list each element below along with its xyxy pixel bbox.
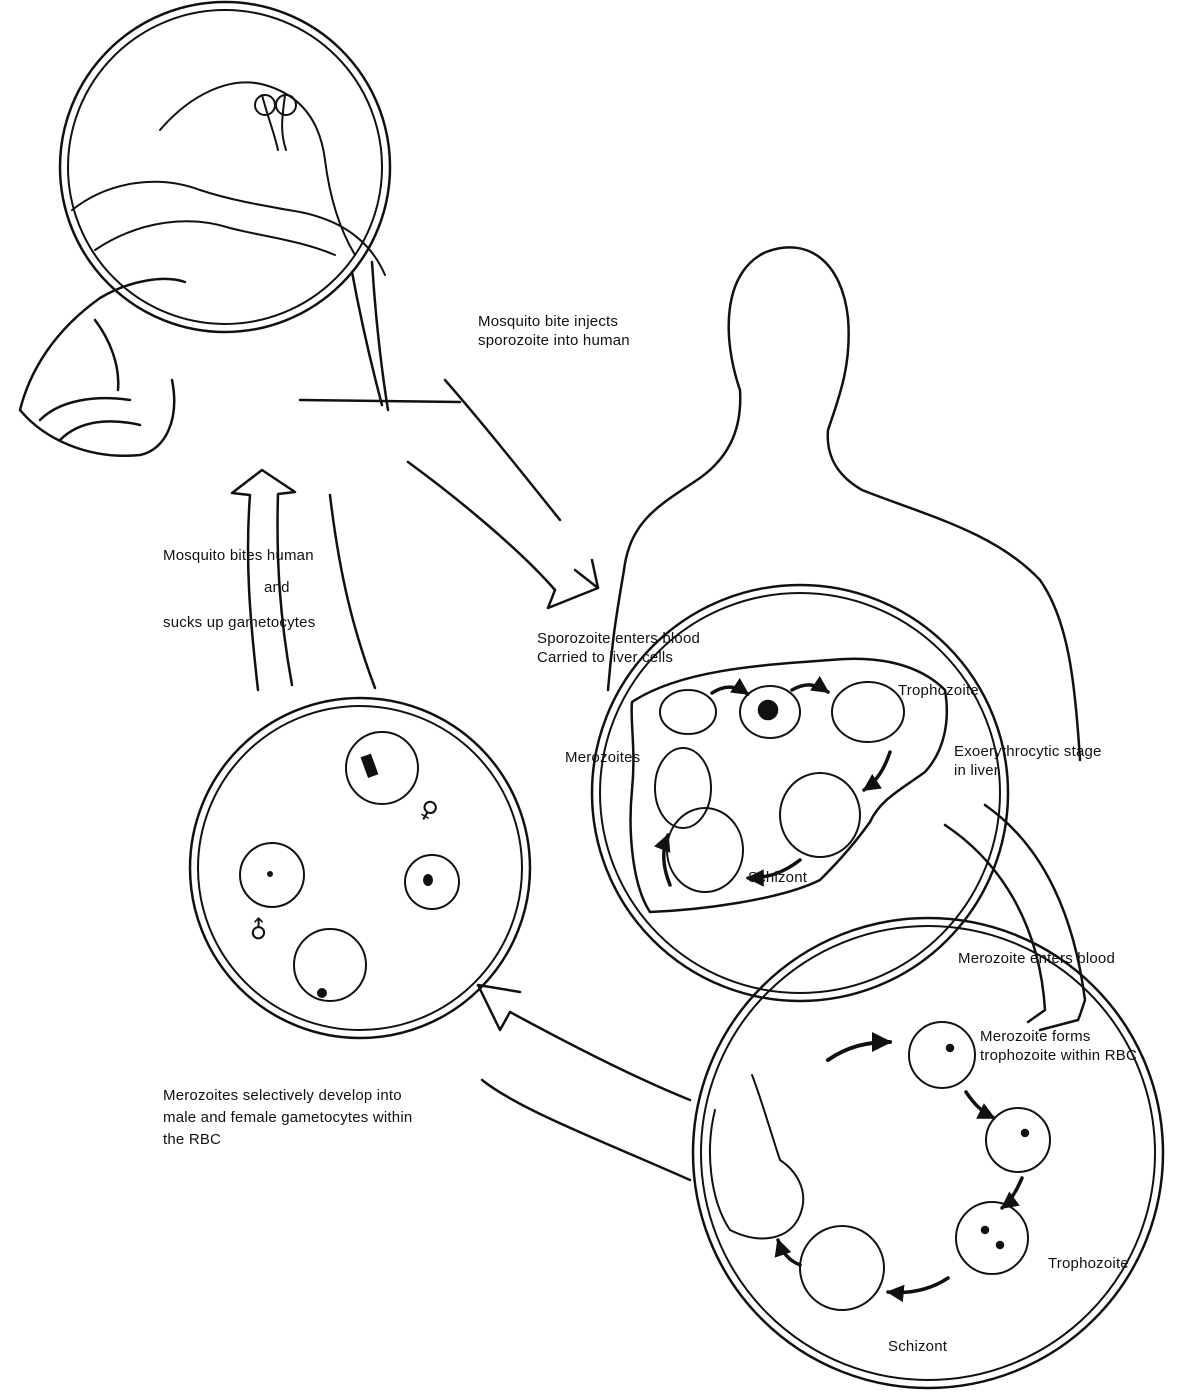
rbc-cycle-arrow — [778, 1240, 800, 1265]
merozoites-liver-label: Merozoites — [565, 748, 640, 767]
mosquito-head-magnified-circle — [60, 2, 390, 332]
trophozoite-liver-label: Trophozoite — [898, 681, 979, 700]
exoerythrocytic-stage-label: Exoerythrocytic stage in liver — [954, 742, 1102, 780]
female-gametocyte-cell — [346, 732, 418, 804]
gametocyte-cell — [294, 929, 366, 1001]
liver-cell — [780, 773, 860, 857]
skin-surface — [300, 400, 460, 402]
liver-cell — [832, 682, 904, 742]
liver-cycle-arrow — [864, 752, 890, 790]
rbc-trophozoite — [956, 1202, 1028, 1274]
rbc-merozoite — [909, 1022, 975, 1088]
rbc-cycle-arrow — [966, 1092, 994, 1118]
and-label: and — [264, 578, 290, 597]
bite-injection-arrow — [408, 380, 560, 590]
mosquito-head-interior — [72, 82, 385, 275]
bite-injection-arrowhead — [548, 560, 598, 608]
trophozoite-rbc-label: Trophozoite — [1048, 1254, 1129, 1273]
rbc-cycle-arrow — [888, 1278, 948, 1292]
rbc-schizont — [800, 1226, 884, 1310]
liver-cycle-arrow — [712, 687, 748, 694]
mosquito-proboscis — [352, 262, 388, 410]
rbc-cycle-arrow — [828, 1042, 890, 1060]
gametocytes-caption: Merozoites selectively develop into male… — [163, 1085, 412, 1151]
mosquito-body — [20, 279, 185, 456]
liver-cycle-arrow — [792, 685, 828, 692]
gametocyte-development-arrow — [478, 985, 690, 1180]
schizont-liver-label: Schizont — [748, 868, 807, 887]
human-silhouette — [608, 247, 1080, 760]
rbc-cycle-arrow — [1002, 1178, 1022, 1208]
rbc-stage-circle — [693, 918, 1163, 1388]
mosquito-bites-human-arrow — [232, 470, 375, 690]
merozoite-forms-trophozoite-label: Merozoite forms trophozoite within RBC — [980, 1027, 1137, 1065]
liver-cycle-arrow — [664, 835, 670, 885]
mosquito-bites-human-label: Mosquito bites human — [163, 546, 314, 565]
sporozoite-enters-blood-label: Sporozoite enters blood Carried to liver… — [537, 629, 700, 667]
liver-cell-schizont — [667, 808, 743, 892]
schizont-rbc-label: Schizont — [888, 1337, 947, 1356]
mosquito-bite-label: Mosquito bite injects sporozoite into hu… — [478, 312, 630, 350]
sucks-up-gametocytes-label: sucks up gametocytes — [163, 613, 315, 632]
rbc-ruptured — [710, 1075, 803, 1238]
merozoite-enters-blood-label: Merozoite enters blood — [958, 949, 1115, 968]
liver-cell — [660, 690, 716, 734]
